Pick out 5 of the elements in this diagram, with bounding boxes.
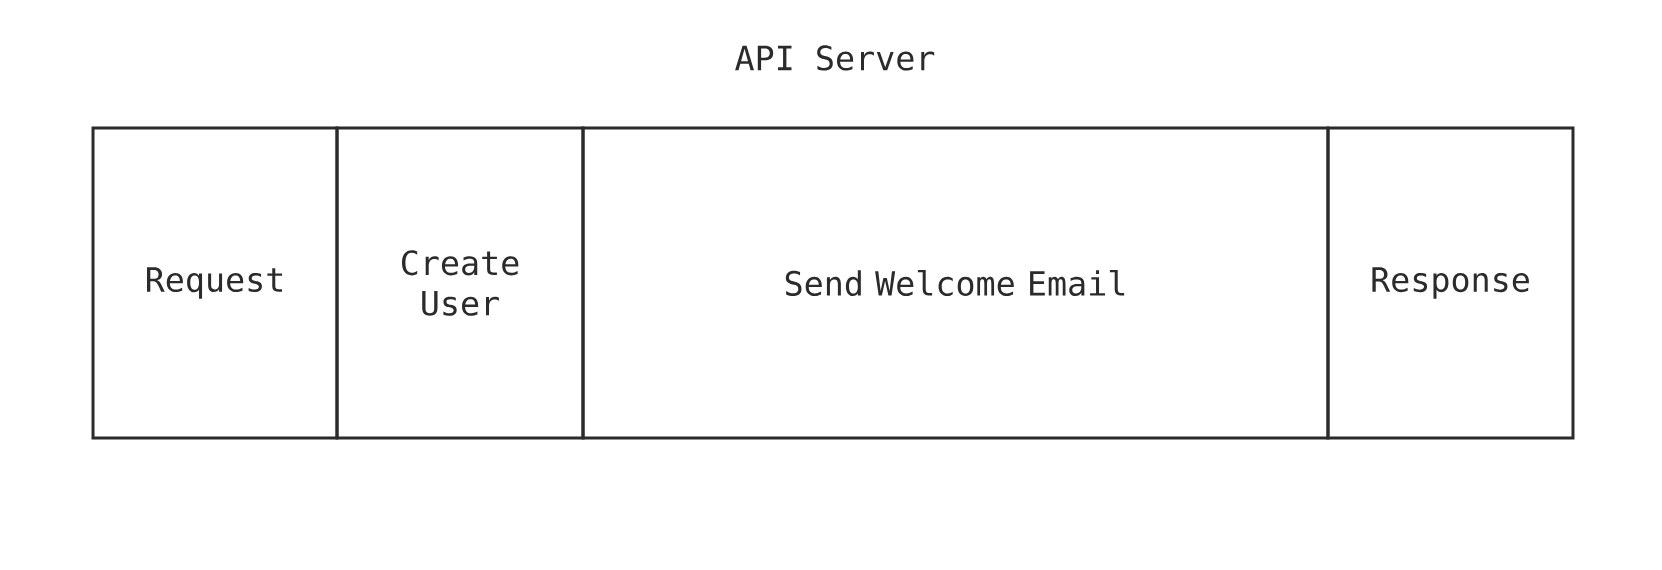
process-box: Create User [335,126,585,440]
process-box: Request [91,126,339,440]
process-box: Send Welcome Email [581,126,1330,440]
title: API Server [735,45,935,71]
process-box: Response [1326,126,1575,440]
